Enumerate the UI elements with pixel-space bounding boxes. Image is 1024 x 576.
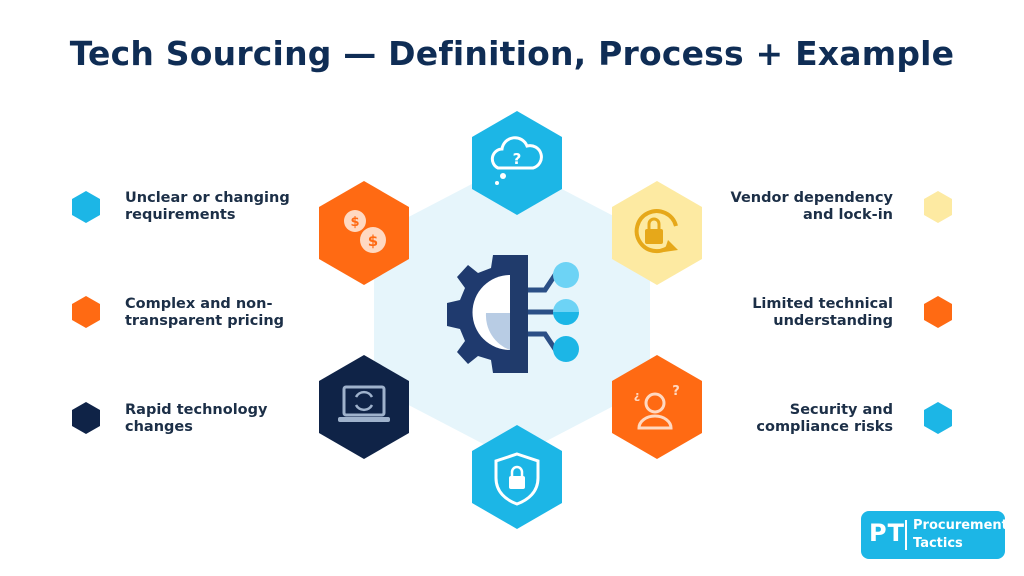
left-item-1: Unclear or changing requirements	[125, 190, 325, 224]
hex-lower-right: ? ¿	[612, 355, 702, 459]
bullet-hex-left-2	[72, 296, 100, 328]
bullet-hex-right-1	[924, 191, 952, 223]
bullet-hex-left-1	[72, 191, 100, 223]
logo-word-1: Procurement	[913, 518, 1005, 533]
left-item-3-line1: Rapid technology	[125, 402, 268, 418]
dollar-coins-icon: $ $	[344, 210, 386, 253]
right-item-1: Vendor dependency and lock-in	[693, 190, 893, 224]
gear-right-bar	[510, 255, 528, 373]
right-item-3-line2: compliance risks	[756, 419, 893, 435]
left-item-3-line2: changes	[125, 419, 193, 435]
hex-upper-right	[612, 181, 702, 285]
svg-text:?: ?	[672, 384, 680, 399]
logo-word-2: Tactics	[913, 536, 963, 551]
hex-top: ?	[472, 111, 562, 215]
question-cloud-icon: ?	[490, 136, 543, 185]
left-item-2-line1: Complex and non-	[125, 296, 273, 312]
laptop-sync-icon	[338, 385, 390, 422]
svg-text:$: $	[350, 215, 359, 230]
left-item-3: Rapid technology changes	[125, 402, 325, 436]
bullet-hex-right-2	[924, 296, 952, 328]
hex-upper-left: $ $	[319, 181, 409, 285]
right-item-1-line2: and lock-in	[802, 207, 893, 223]
network-node-top	[553, 262, 579, 288]
hex-bottom	[472, 425, 562, 529]
hex-lower-left	[319, 355, 409, 459]
right-item-3-line1: Security and	[789, 402, 893, 418]
left-item-1-line2: requirements	[125, 207, 236, 223]
right-item-2: Limited technical understanding	[693, 296, 893, 330]
page-title: Tech Sourcing — Definition, Process + Ex…	[69, 34, 955, 73]
confused-person-icon: ? ¿	[634, 384, 680, 430]
lock-refresh-icon	[634, 209, 678, 254]
right-item-2-line1: Limited technical	[752, 296, 893, 312]
shield-lock-icon	[494, 452, 540, 506]
svg-text:$: $	[368, 232, 378, 250]
right-item-1-line1: Vendor dependency	[730, 190, 893, 206]
network-node-mid-half	[553, 312, 579, 325]
logo-divider	[905, 520, 907, 550]
left-item-1-line1: Unclear or changing	[125, 190, 290, 206]
right-item-2-line2: understanding	[773, 313, 893, 329]
left-item-2-line2: transparent pricing	[125, 313, 285, 329]
bullet-hex-left-3	[72, 402, 100, 434]
svg-text:¿: ¿	[634, 389, 640, 402]
bullet-hex-right-3	[924, 402, 952, 434]
procurement-tactics-logo: PT Procurement Tactics	[861, 511, 1005, 559]
network-node-bottom	[553, 336, 579, 362]
left-item-2: Complex and non- transparent pricing	[125, 296, 325, 330]
svg-text:?: ?	[513, 150, 522, 168]
logo-initials: PT	[869, 519, 905, 547]
gear-network-icon	[447, 255, 579, 373]
right-item-3: Security and compliance risks	[693, 402, 893, 436]
